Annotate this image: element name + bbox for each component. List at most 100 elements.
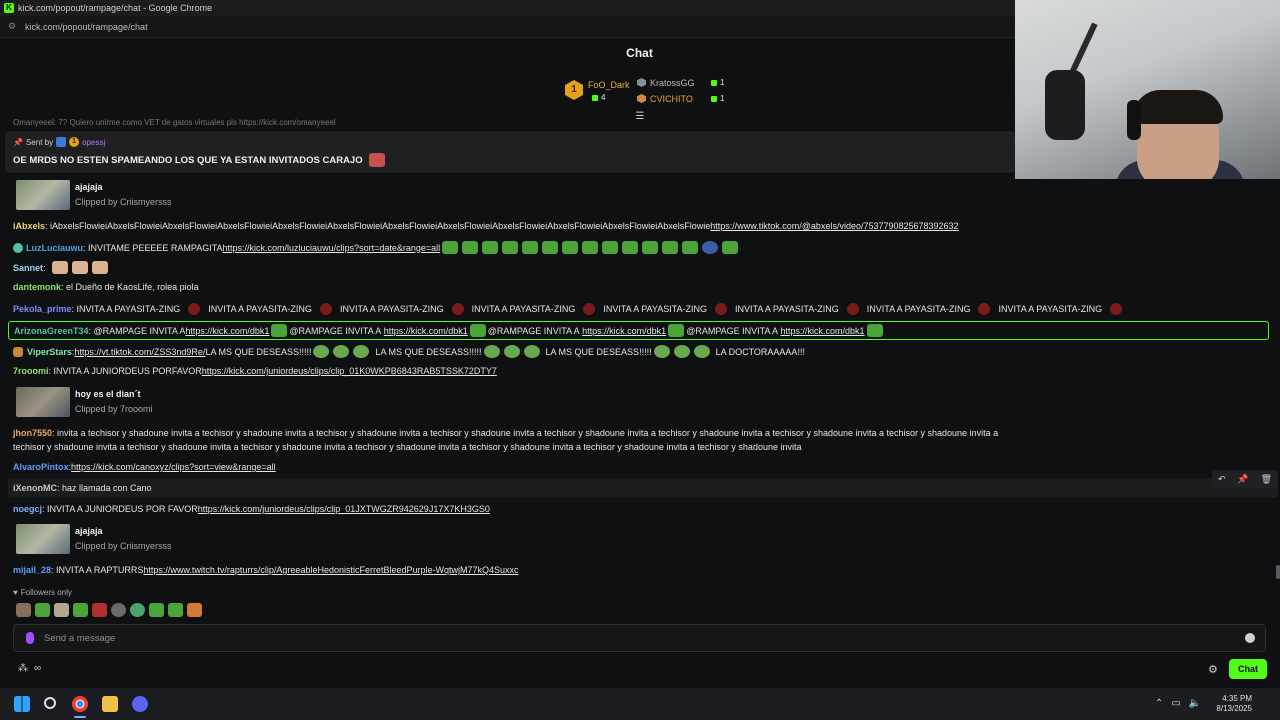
message-link[interactable]: https://kick.com/dbk1 [383, 325, 468, 336]
clip-card[interactable]: hoy es el dian´t Clipped by 7rooomi [16, 387, 153, 417]
emoji-picker-icon[interactable] [1245, 633, 1255, 643]
message-username[interactable]: 7rooomi [13, 366, 49, 376]
chat-messages[interactable]: ajajaja Clipped by Criismyersss iAbxels … [0, 178, 1280, 583]
message-link[interactable]: https://kick.com/dbk1 [185, 325, 270, 336]
emote-icon[interactable] [35, 603, 50, 617]
message-link[interactable]: https://vt.tiktok.com/ZSS3nd9Re/ [74, 346, 206, 357]
message-actions[interactable]: ↶ 📌 🗑 [1212, 470, 1278, 488]
chat-message[interactable]: Sannet : [13, 261, 110, 274]
clip-title[interactable]: hoy es el dian´t [75, 389, 141, 399]
gift-icon [711, 95, 717, 102]
expand-down-icon[interactable]: ☰ [635, 111, 645, 122]
system-tray[interactable]: ⌃ ▭ 🔈 [1155, 698, 1201, 709]
users-icon[interactable]: ⁂ [18, 663, 28, 674]
emote-icon [333, 345, 350, 358]
gift-icon [592, 94, 598, 101]
emote-icon[interactable] [54, 603, 69, 617]
reply-icon[interactable]: ↶ [1217, 473, 1226, 484]
message-username[interactable]: AlvaroPintox [13, 462, 69, 472]
message-username[interactable]: iAbxels [13, 221, 46, 231]
emote-icon[interactable] [73, 603, 88, 617]
file-explorer-icon[interactable] [102, 696, 118, 712]
chat-scrollbar[interactable] [1276, 565, 1280, 579]
chevron-up-icon[interactable]: ⌃ [1155, 698, 1164, 709]
message-username[interactable]: LuzLuciauwu [26, 242, 83, 253]
volume-icon[interactable]: 🔈 [1188, 698, 1202, 709]
emote-icon[interactable] [187, 603, 202, 617]
message-username[interactable]: mijail_28 [13, 565, 52, 575]
message-username[interactable]: iXenonMC [13, 483, 57, 493]
clip-title[interactable]: ajajaja [75, 526, 103, 536]
gear-icon[interactable]: ⚙ [1208, 664, 1218, 676]
message-link[interactable]: https://kick.com/dbk1 [582, 325, 667, 336]
leaderboard-second-name[interactable]: KratossGG [650, 78, 695, 88]
message-username[interactable]: Pekola_prime [13, 304, 72, 314]
message-username[interactable]: dantemonk [13, 282, 62, 292]
chat-message[interactable]: noegcj : INVITA A JUNIORDEUS POR FAVOR h… [13, 504, 490, 514]
chat-bottom-left-tools[interactable]: ⁂ ∞ [18, 663, 41, 674]
message-link[interactable]: https://www.tiktok.com/@abxels/video/753… [710, 221, 959, 231]
clip-thumbnail[interactable] [16, 180, 70, 210]
delete-icon[interactable]: 🗑 [1260, 473, 1272, 484]
emote-icon[interactable] [168, 603, 183, 617]
clip-card[interactable]: ajajaja Clipped by Criismyersss [16, 524, 172, 554]
address-bar[interactable]: ⚙ kick.com/popout/rampage/chat [0, 16, 1015, 38]
chat-message[interactable]: iXenonMC : haz llamada con Cano [13, 483, 152, 493]
chat-message[interactable]: LuzLuciauwu : INVITAME PEEEEE RAMPAGITA … [13, 241, 740, 254]
clip-thumbnail[interactable] [16, 387, 70, 417]
gift-leaderboard[interactable]: 1 FoO_Dark 4 KratossGG 1 CVICHITO 1 [565, 76, 725, 110]
network-icon[interactable]: ▭ [1171, 698, 1181, 709]
message-username[interactable]: Sannet [13, 262, 44, 273]
windows-start-icon[interactable] [14, 696, 30, 712]
taskbar-clock[interactable]: 4:35 PM 8/13/2025 [1216, 694, 1252, 713]
emote-icon[interactable] [149, 603, 164, 617]
message-link[interactable]: https://kick.com/juniordeus/clips/clip_0… [201, 366, 497, 376]
emote-icon [642, 241, 659, 254]
leaderboard-first-name[interactable]: FoO_Dark [588, 80, 630, 90]
message-link[interactable]: https://www.twitch.tv/rapturrs/clip/Agre… [143, 565, 519, 575]
pin-message-icon[interactable]: 📌 [1237, 473, 1249, 484]
emote-icon[interactable] [92, 603, 107, 617]
send-chat-button[interactable]: Chat [1229, 659, 1267, 679]
message-link[interactable]: https://kick.com/canoxyz/clips?sort=view… [71, 462, 276, 472]
pinned-sender-name[interactable]: opessj [82, 137, 106, 147]
chat-message[interactable]: Pekola_prime : INVITA A PAYASITA-ZING IN… [13, 303, 1130, 315]
chat-message[interactable]: ViperStars : https://vt.tiktok.com/ZSS3n… [13, 345, 805, 358]
message-username[interactable]: jhon7550 [13, 428, 53, 438]
emote-icon [71, 261, 88, 274]
message-username[interactable]: ViperStars [27, 346, 72, 357]
message-link[interactable]: https://kick.com/luzluciauwu/clips?sort=… [222, 242, 441, 253]
chat-message[interactable]: dantemonk : el Dueño de KaosLife, rolea … [13, 282, 199, 292]
url-text[interactable]: kick.com/popout/rampage/chat [25, 21, 148, 32]
clip-thumbnail[interactable] [16, 524, 70, 554]
recent-emotes-bar[interactable] [16, 603, 202, 617]
message-input-box[interactable] [13, 624, 1266, 652]
message-link[interactable]: https://kick.com/dbk1 [780, 325, 865, 336]
emote-icon[interactable] [111, 603, 126, 617]
discord-icon[interactable] [132, 696, 148, 712]
emote-icon[interactable] [130, 603, 145, 617]
emote-icon [319, 303, 332, 315]
pinned-message[interactable]: 📌 Sent by 1 opessj OE MRDS NO ESTEN SPAM… [5, 131, 1015, 173]
chat-message[interactable]: 7rooomi : INVITA A JUNIORDEUS PORFAVOR h… [13, 366, 497, 376]
message-link[interactable]: https://kick.com/juniordeus/clips/clip_0… [197, 504, 490, 514]
leaderboard-third-name[interactable]: CVICHITO [650, 94, 693, 104]
clip-title[interactable]: ajajaja [75, 182, 103, 192]
sent-by-label: Sent by [25, 137, 54, 147]
chat-message[interactable]: iAbxels : iAbxelsFlowieiAbxelsFlowieiAbx… [13, 221, 959, 231]
chat-message[interactable]: mijail_28 : INVITA A RAPTURRS https://ww… [13, 565, 519, 575]
message-input[interactable] [44, 632, 1224, 644]
clip-card[interactable]: ajajaja Clipped by Criismyersss [16, 180, 172, 210]
emote-icon [602, 241, 619, 254]
site-info-icon[interactable]: ⚙ [8, 21, 17, 31]
infinity-icon[interactable]: ∞ [34, 663, 42, 674]
chat-message[interactable]: AlvaroPintox : https://kick.com/canoxyz/… [13, 462, 276, 472]
chat-message-highlighted[interactable]: ArizonaGreenT34 : @RAMPAGE INVITA A http… [14, 324, 885, 337]
message-username[interactable]: noegcj [13, 504, 43, 514]
emote-icon[interactable] [16, 603, 31, 617]
chrome-icon[interactable] [72, 696, 88, 712]
search-icon[interactable] [44, 697, 56, 709]
chat-message[interactable]: jhon7550 : invita a techisor y shadoune … [13, 428, 999, 438]
mic-icon[interactable] [26, 632, 34, 644]
message-username[interactable]: ArizonaGreenT34 [14, 325, 89, 336]
